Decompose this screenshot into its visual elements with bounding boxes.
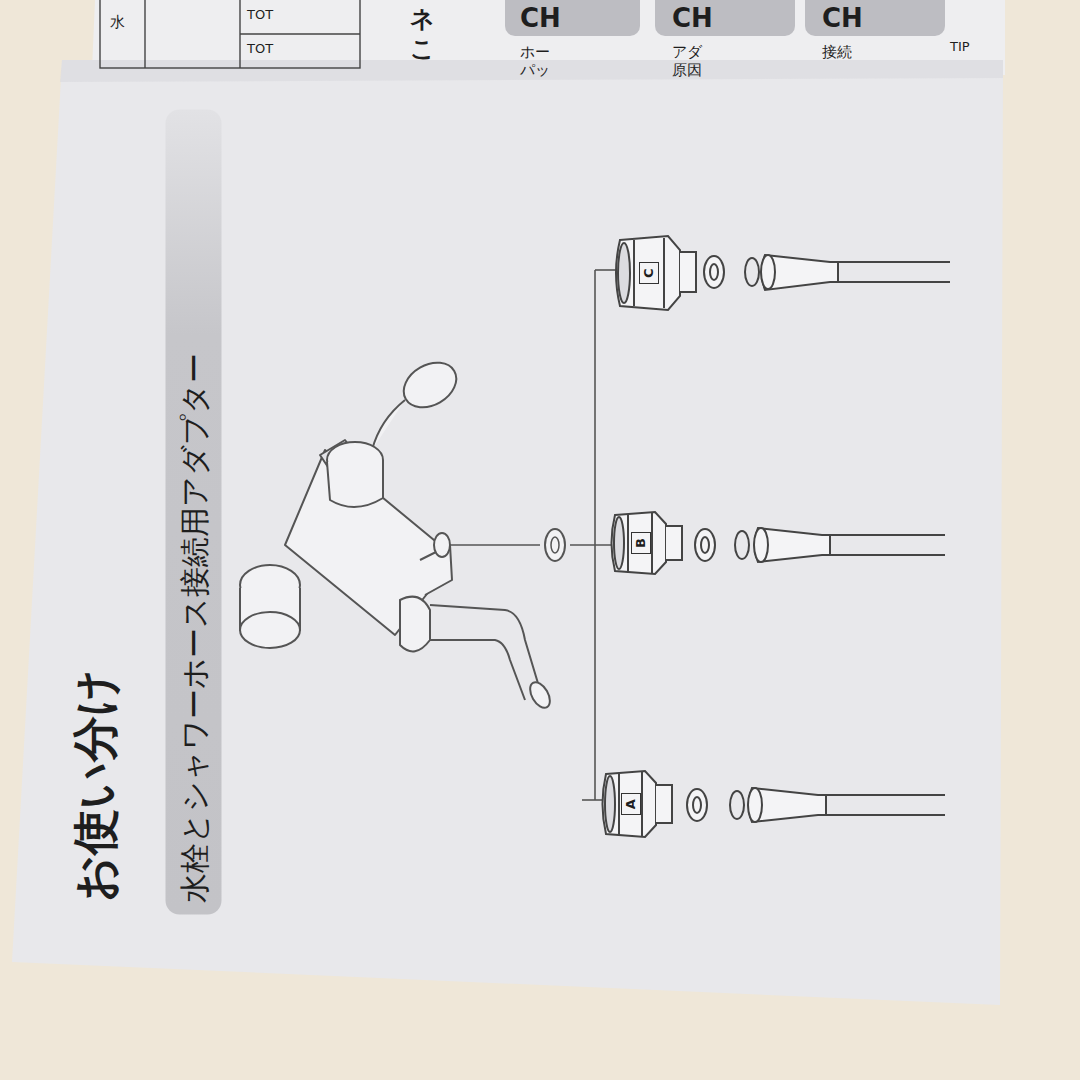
table-lines xyxy=(100,0,360,68)
label-text: 接続 xyxy=(822,44,852,61)
label-text: ネ xyxy=(410,6,435,32)
subtitle-text: 水栓とシャワーホース接続用アダプター xyxy=(177,353,210,903)
subtitle-band: 水栓とシャワーホース接続用アダプター xyxy=(165,110,221,915)
adapter-a-assembly xyxy=(603,771,946,837)
adapter-letter: B xyxy=(634,538,648,548)
fold-shadow xyxy=(60,60,1003,82)
label-text: アダ xyxy=(672,44,702,61)
leader-lines xyxy=(450,270,618,800)
check-tab xyxy=(505,0,640,36)
label-text: パッ xyxy=(520,62,550,79)
label-text: CH xyxy=(822,4,863,33)
label-text: TOT xyxy=(247,42,273,56)
label-text: CH xyxy=(520,4,561,33)
check-tab xyxy=(655,0,795,36)
label-text: ホー xyxy=(520,44,550,61)
adapter-tag: C xyxy=(639,262,659,284)
check-tab xyxy=(805,0,945,36)
label-text: TIP xyxy=(950,40,970,54)
label-text: CH xyxy=(672,4,713,33)
label-text: TOT xyxy=(247,8,273,22)
adapter-tag: B xyxy=(631,532,651,554)
washer xyxy=(545,529,565,561)
adapter-tag: A xyxy=(621,793,641,815)
label-text: 原因 xyxy=(672,62,702,79)
label-text: こ xyxy=(410,36,435,62)
adapter-letter: A xyxy=(624,799,638,809)
page-title: お使い分け xyxy=(70,668,121,901)
adapter-c-assembly xyxy=(616,236,950,310)
adapter-b-assembly xyxy=(612,512,946,574)
adapter-letter: C xyxy=(642,268,656,278)
washer xyxy=(551,537,559,553)
label-text: 水 xyxy=(110,14,125,31)
paper-sheet xyxy=(12,60,1003,1005)
faucet-drawing xyxy=(240,354,554,711)
